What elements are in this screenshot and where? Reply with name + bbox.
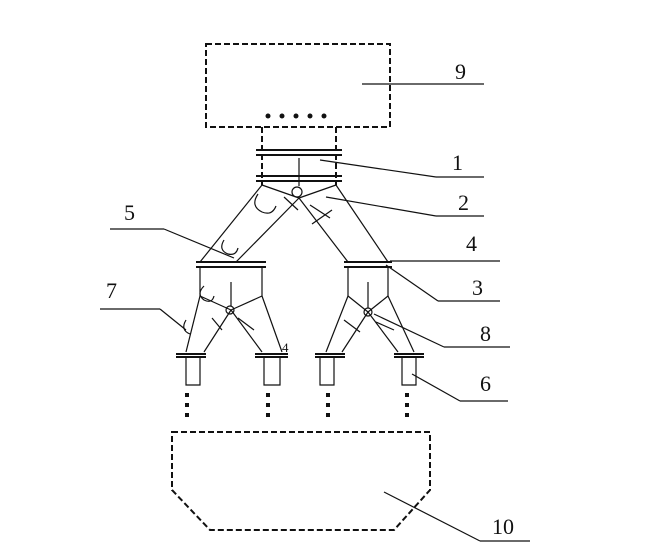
component-10-container bbox=[171, 431, 431, 531]
label-7: 7 bbox=[106, 278, 117, 303]
right-lower-section bbox=[325, 261, 415, 353]
main-pipe bbox=[256, 127, 342, 186]
left-valve-pivot bbox=[225, 305, 235, 315]
label-3: 3 bbox=[472, 275, 483, 300]
label-1: 1 bbox=[452, 150, 463, 175]
top-valve-pivot bbox=[291, 186, 303, 198]
label-4-small: 4 bbox=[282, 340, 289, 355]
label-6: 6 bbox=[480, 371, 491, 396]
top-splitter bbox=[199, 184, 389, 263]
right-valve-pivot bbox=[363, 307, 373, 317]
label-2: 2 bbox=[458, 190, 469, 215]
label-9: 9 bbox=[455, 59, 466, 84]
leader-lines bbox=[100, 83, 530, 542]
flow-dots bbox=[185, 393, 409, 417]
label-10: 10 bbox=[492, 514, 514, 539]
outlet-pipes bbox=[176, 353, 424, 386]
left-lower-section bbox=[183, 261, 283, 353]
label-8: 8 bbox=[480, 321, 491, 346]
label-4: 4 bbox=[466, 231, 477, 256]
component-9-dots bbox=[265, 113, 327, 119]
label-5: 5 bbox=[124, 200, 135, 225]
component-9-box bbox=[205, 43, 391, 128]
